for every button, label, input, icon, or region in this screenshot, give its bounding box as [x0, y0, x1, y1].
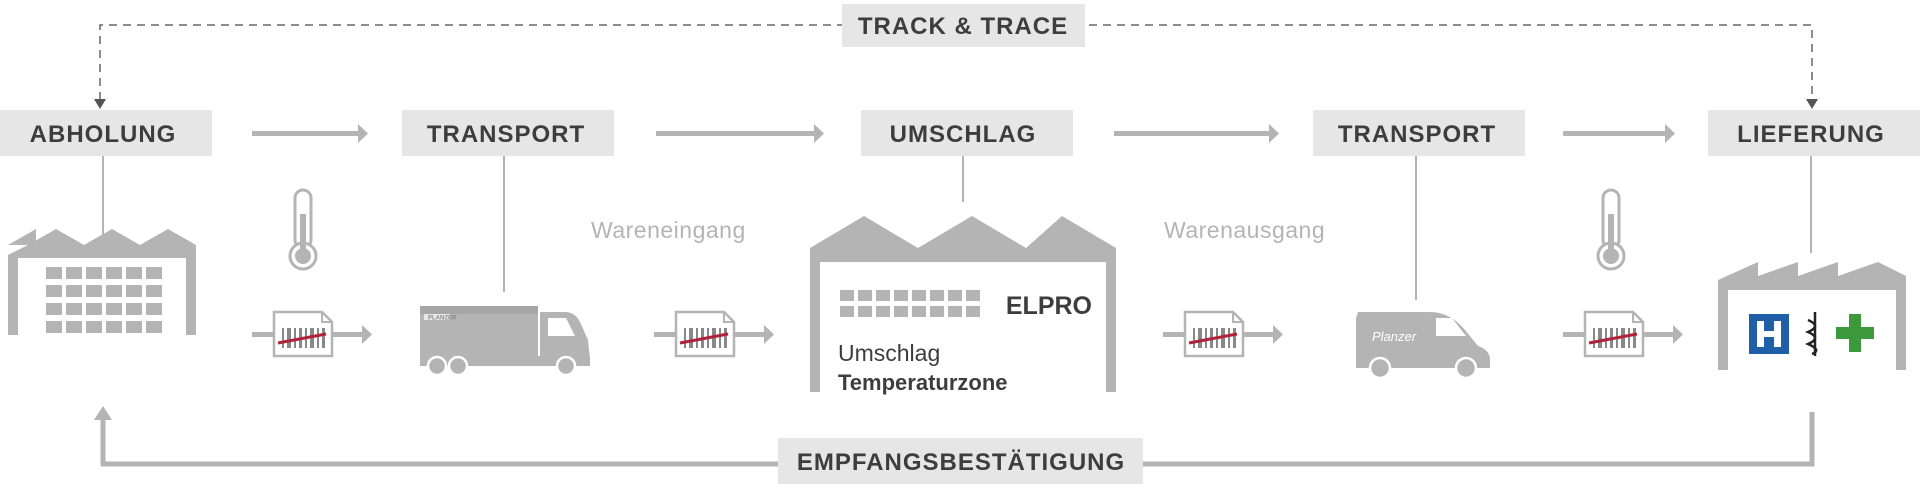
hub-line-2: Temperaturzone — [838, 370, 1008, 395]
stage-text-transport-1: TRANSPORT — [427, 121, 585, 148]
track-trace-text: TRACK & TRACE — [858, 13, 1068, 40]
stage-text-transshipment: UMSCHLAG — [890, 121, 1037, 148]
arrow-right-icon — [252, 124, 368, 143]
van-brand-text: Planzer — [1372, 329, 1417, 344]
barcode-label-icon — [1563, 310, 1683, 358]
caduceus-icon — [1804, 312, 1818, 356]
warehouse-icon — [810, 216, 1116, 392]
barcode-label-icon — [252, 310, 372, 358]
pharmacy-cross-icon — [1836, 314, 1874, 352]
van-icon: Planzer — [1356, 312, 1490, 380]
stage-label-transshipment: UMSCHLAG — [861, 110, 1073, 156]
hub-brand: ELPRO — [1006, 292, 1092, 320]
thermometer-icon — [1596, 188, 1626, 271]
truck-icon: PLANZER — [420, 306, 590, 377]
arrow-right-icon — [1114, 124, 1279, 143]
arrow-down-icon — [94, 99, 106, 109]
stage-label-transport-2: TRANSPORT — [1313, 110, 1525, 156]
receipt-text: EMPFANGSBESTÄTIGUNG — [797, 449, 1125, 476]
stage-text-transport-2: TRANSPORT — [1338, 121, 1496, 148]
arrow-up-icon — [94, 406, 112, 420]
barcode-label-icon — [1163, 310, 1283, 358]
factory-icon — [8, 229, 196, 335]
hospital-icon — [1749, 314, 1789, 354]
arrow-right-icon — [656, 124, 824, 143]
barcode-label-icon — [654, 310, 774, 358]
hospital-building-icon — [1718, 262, 1906, 370]
stage-arrows — [252, 124, 1675, 143]
goods-out-label: Warenausgang — [1164, 217, 1325, 243]
stage-text-pickup: ABHOLUNG — [30, 121, 177, 148]
stage-label-delivery: LIEFERUNG — [1708, 110, 1920, 156]
goods-in-label: Wareneingang — [591, 217, 746, 243]
stage-label-transport-1: TRANSPORT — [402, 110, 614, 156]
hub-line-1: Umschlag — [838, 340, 940, 366]
thermometer-icon — [288, 188, 318, 271]
stage-text-delivery: LIEFERUNG — [1737, 121, 1885, 148]
arrow-down-icon — [1806, 99, 1818, 109]
arrow-right-icon — [1563, 124, 1675, 143]
truck-brand-text: PLANZER — [428, 316, 457, 322]
receipt-label: EMPFANGSBESTÄTIGUNG — [778, 438, 1143, 484]
track-trace-label: TRACK & TRACE — [842, 4, 1085, 47]
stage-label-pickup: ABHOLUNG — [0, 110, 212, 156]
